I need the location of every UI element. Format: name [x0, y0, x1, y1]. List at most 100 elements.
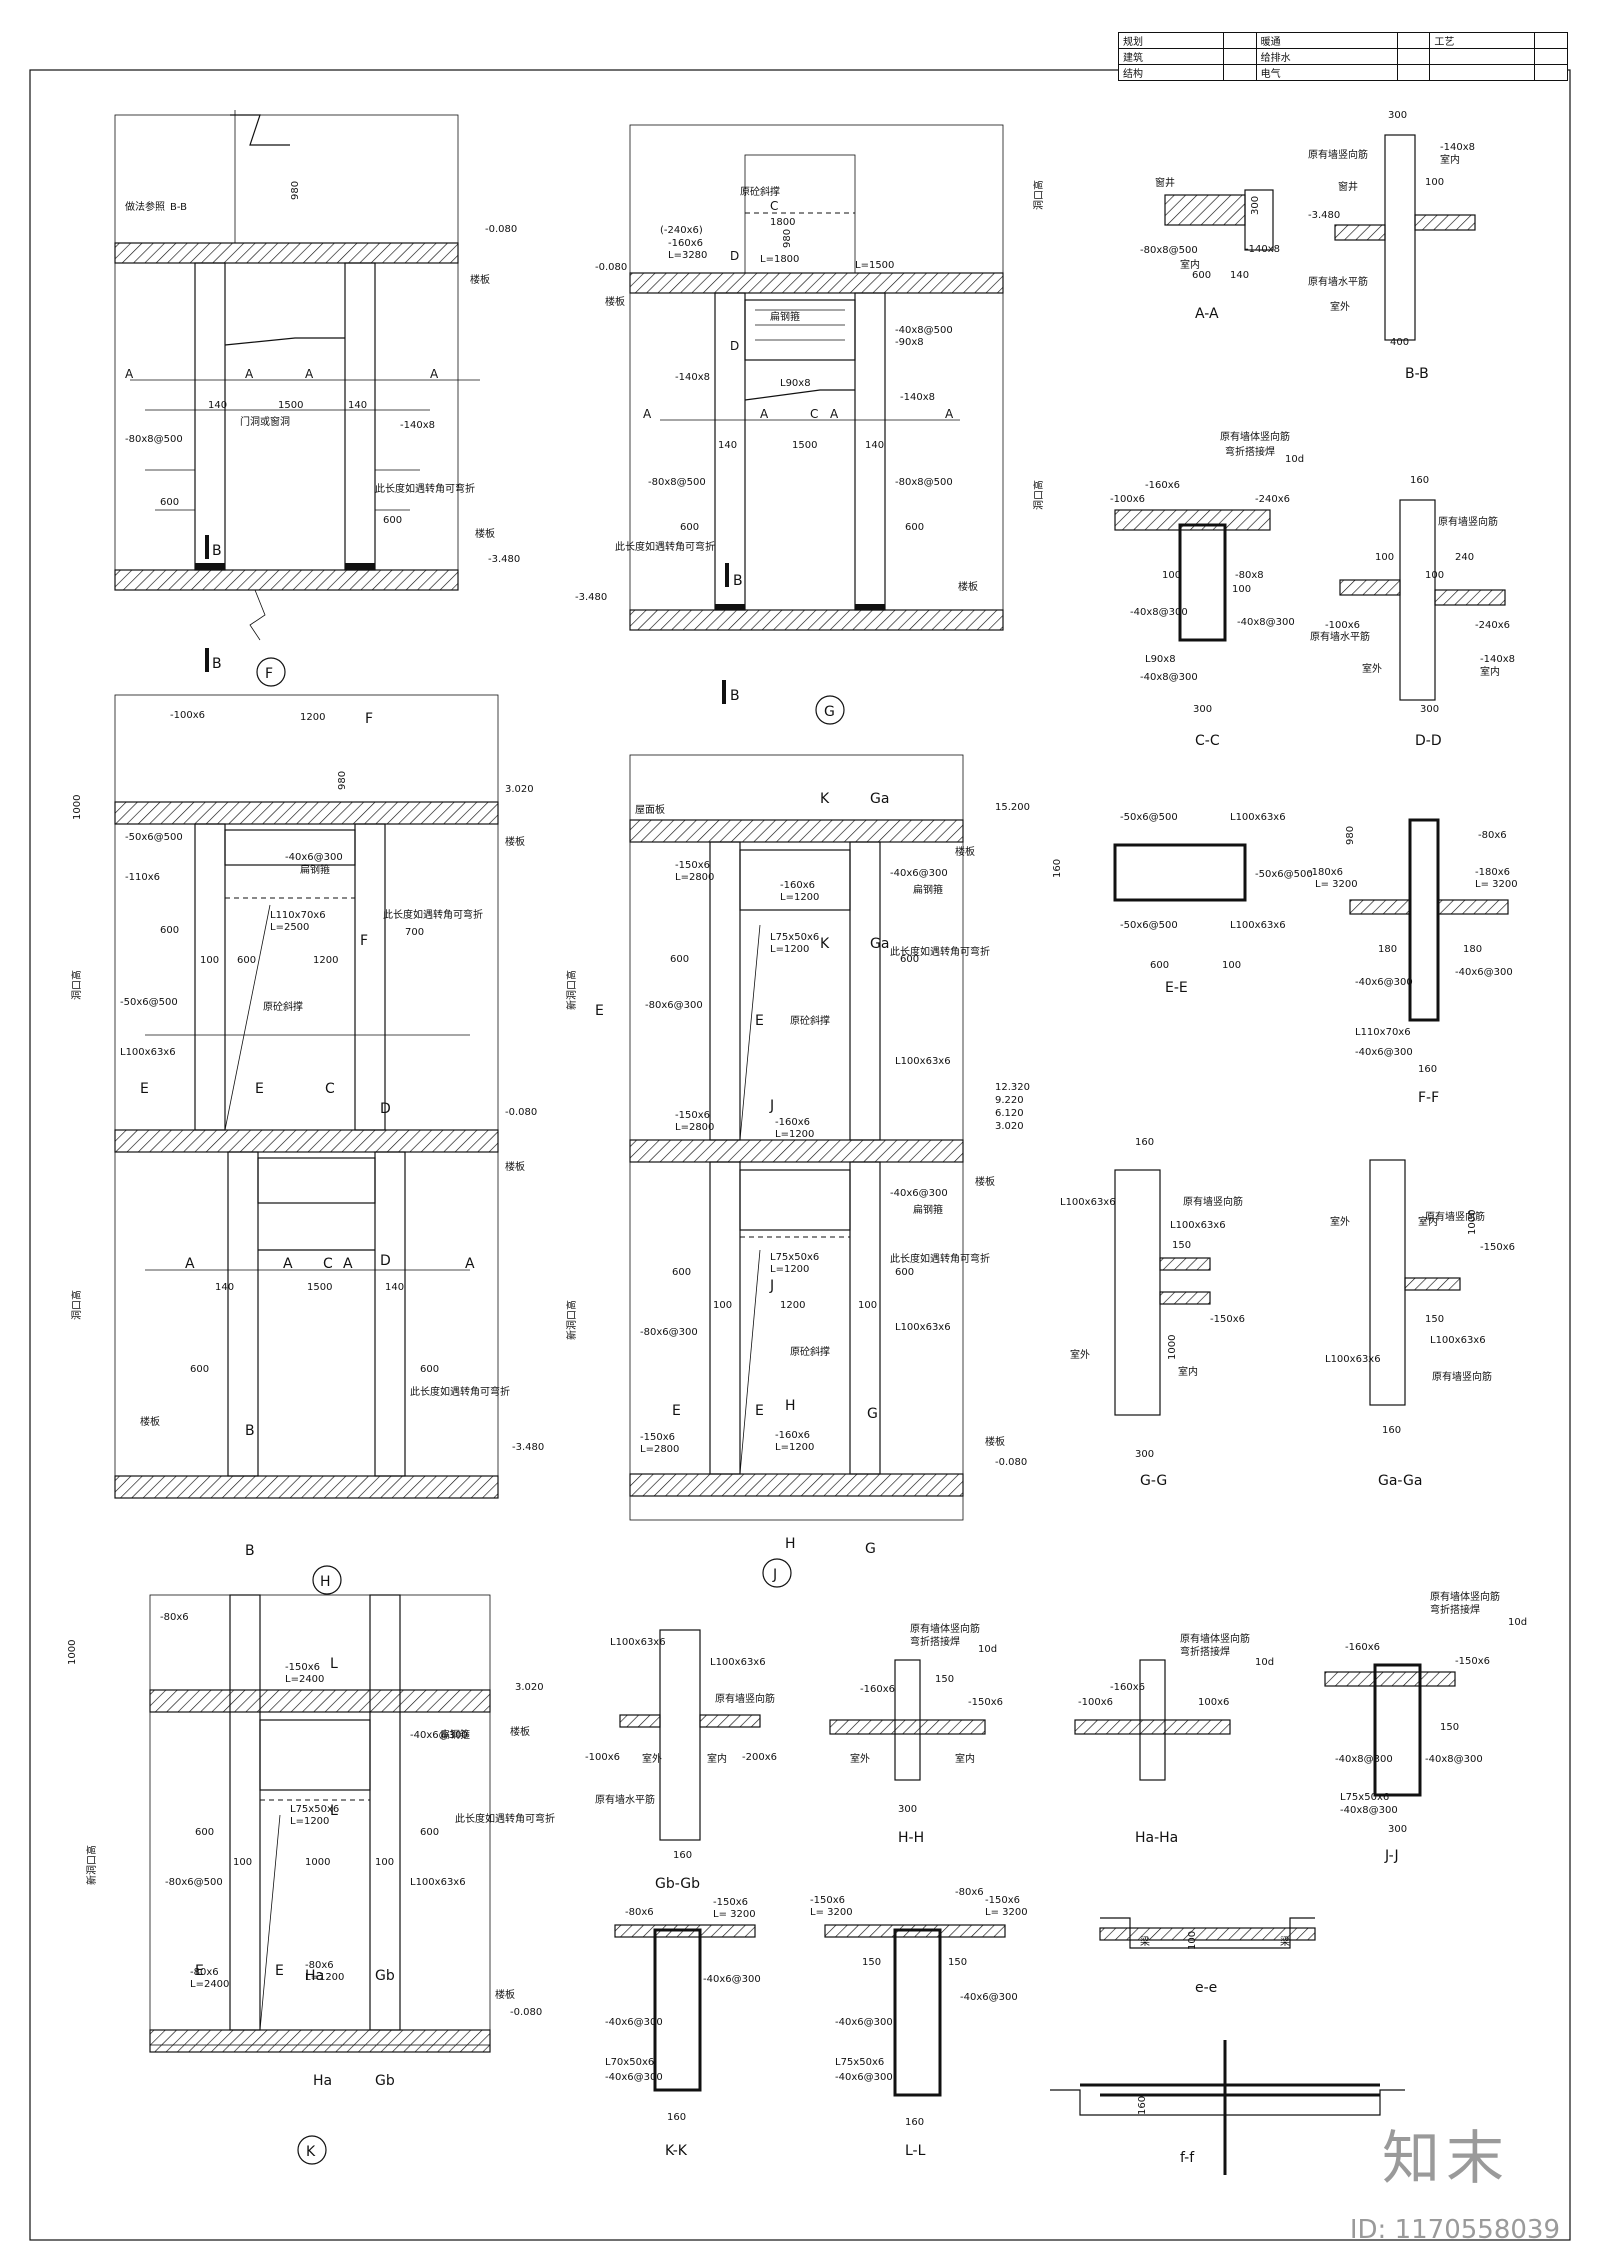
- svg-text:150: 150: [935, 1674, 954, 1685]
- svg-text:E: E: [140, 1081, 149, 1097]
- svg-text:室外: 室外: [1070, 1348, 1090, 1361]
- svg-text:600: 600: [237, 955, 256, 966]
- svg-text:L=3280: L=3280: [668, 250, 707, 261]
- svg-text:室外: 室外: [850, 1752, 870, 1765]
- svg-text:E: E: [195, 1963, 204, 1979]
- svg-text:A: A: [945, 407, 954, 421]
- svg-text:-40x6@300: -40x6@300: [605, 2017, 663, 2028]
- svg-text:600: 600: [900, 954, 919, 965]
- svg-text:-160x6: -160x6: [860, 1684, 895, 1695]
- svg-text:楼板: 楼板: [475, 527, 495, 540]
- svg-text:160: 160: [1137, 2096, 1148, 2115]
- svg-text:100: 100: [713, 1300, 732, 1311]
- svg-text:-150x6: -150x6: [985, 1895, 1020, 1906]
- svg-text:B: B: [245, 1423, 255, 1439]
- svg-text:窗井: 窗井: [1338, 180, 1358, 193]
- svg-text:980: 980: [1345, 826, 1356, 845]
- svg-text:弯折搭接焊: 弯折搭接焊: [910, 1635, 960, 1648]
- svg-text:L=1200: L=1200: [770, 1264, 809, 1275]
- svg-text:-3.480: -3.480: [575, 592, 607, 603]
- watermark-logo: 知末: [1381, 2124, 1510, 2192]
- svg-text:140: 140: [1230, 270, 1249, 281]
- svg-text:此长度如遇转角可弯折: 此长度如遇转角可弯折: [890, 1252, 990, 1265]
- svg-text:980: 980: [290, 181, 301, 200]
- svg-text:扁钢箍: 扁钢箍: [440, 1728, 470, 1741]
- svg-text:100: 100: [1425, 570, 1444, 581]
- svg-text:A: A: [343, 1256, 353, 1272]
- svg-text:A: A: [305, 367, 314, 381]
- svg-text:-100x6: -100x6: [1110, 494, 1145, 505]
- svg-text:160: 160: [667, 2112, 686, 2123]
- svg-text:楼板: 楼板: [958, 580, 978, 593]
- svg-text:扁钢箍: 扁钢箍: [913, 1203, 943, 1216]
- svg-text:原有墙体竖向筋: 原有墙体竖向筋: [910, 1622, 980, 1635]
- svg-text:600: 600: [672, 1267, 691, 1278]
- svg-text:-40x6@300: -40x6@300: [835, 2072, 893, 2083]
- outer-frame: [29, 69, 1571, 2241]
- svg-text:L=1200: L=1200: [775, 1129, 814, 1140]
- svg-text:-40x6@300: -40x6@300: [960, 1992, 1018, 2003]
- svg-text:G-G: G-G: [1140, 1473, 1167, 1489]
- svg-text:-140x8: -140x8: [675, 372, 710, 383]
- detail-H: -100x6 1000 1200 980 3.020 楼板 -50x6@500 …: [70, 694, 544, 1595]
- detail-J: 屋面板 15.200 楼板 -150x6 L=2800 -160x6 L=120…: [565, 754, 1030, 1588]
- svg-text:-160x6: -160x6: [1110, 1682, 1145, 1693]
- svg-text:-80x6@500: -80x6@500: [165, 1877, 223, 1888]
- svg-text:L100x63x6: L100x63x6: [1060, 1197, 1116, 1208]
- svg-text:原有墙体竖向筋: 原有墙体竖向筋: [1180, 1632, 1250, 1645]
- svg-text:Gb: Gb: [375, 2073, 395, 2089]
- svg-text:300: 300: [1250, 196, 1261, 215]
- svg-text:室内: 室内: [1418, 1215, 1438, 1228]
- svg-text:160: 160: [1410, 475, 1429, 486]
- svg-text:此长度如遇转角可弯折: 此长度如遇转角可弯折: [375, 482, 475, 495]
- svg-text:-100x6: -100x6: [585, 1752, 620, 1763]
- svg-text:-40x8@300: -40x8@300: [1340, 1805, 1398, 1816]
- svg-text:B: B: [733, 573, 743, 589]
- section-A-label: A: [125, 367, 134, 381]
- svg-text:楼板: 楼板: [495, 1988, 515, 2001]
- svg-text:A-A: A-A: [1195, 306, 1219, 322]
- svg-text:140: 140: [865, 440, 884, 451]
- svg-text:L=1800: L=1800: [760, 254, 799, 265]
- svg-text:A: A: [643, 407, 652, 421]
- svg-text:L110x70x6: L110x70x6: [1355, 1027, 1411, 1038]
- svg-text:-50x6@500: -50x6@500: [1255, 869, 1313, 880]
- svg-text:10d: 10d: [1255, 1657, 1274, 1668]
- svg-text:L75x50x6: L75x50x6: [290, 1804, 339, 1815]
- svg-text:3.020: 3.020: [515, 1682, 544, 1693]
- svg-text:L=2800: L=2800: [675, 872, 714, 883]
- section-GaGa: 原有墙竖向筋 室外 室内 1000 -150x6 150 L100x63x6 L…: [1325, 1159, 1515, 1489]
- svg-text:140: 140: [348, 400, 367, 411]
- svg-text:B-B: B-B: [170, 202, 187, 213]
- svg-text:-40x8@300: -40x8@300: [1140, 672, 1198, 683]
- section-ee: 梁 梁 100 e-e: [1099, 1917, 1316, 1996]
- svg-text:150: 150: [1172, 1240, 1191, 1251]
- svg-text:-0.080: -0.080: [995, 1457, 1027, 1468]
- svg-text:12.320: 12.320: [995, 1082, 1030, 1093]
- svg-text:100: 100: [200, 955, 219, 966]
- svg-text:Ga: Ga: [870, 791, 889, 807]
- svg-text:100: 100: [1187, 1931, 1198, 1950]
- svg-text:C: C: [325, 1081, 335, 1097]
- svg-text:-150x6: -150x6: [713, 1897, 748, 1908]
- svg-text:L= 3200: L= 3200: [810, 1907, 853, 1918]
- svg-text:300: 300: [1388, 110, 1407, 121]
- svg-text:10d: 10d: [1508, 1617, 1527, 1628]
- svg-text:L70x50x6: L70x50x6: [605, 2057, 654, 2068]
- svg-text:梁: 梁: [1140, 1935, 1150, 1948]
- svg-text:600: 600: [905, 522, 924, 533]
- svg-text:L=2800: L=2800: [675, 1122, 714, 1133]
- svg-text:B-B: B-B: [1405, 366, 1429, 382]
- svg-text:-150x6: -150x6: [1210, 1314, 1245, 1325]
- svg-text:-50x6@500: -50x6@500: [1120, 920, 1178, 931]
- svg-text:1800: 1800: [770, 217, 795, 228]
- svg-text:F: F: [265, 666, 273, 682]
- svg-text:楼板: 楼板: [505, 1160, 525, 1173]
- svg-text:-150x6: -150x6: [968, 1697, 1003, 1708]
- svg-text:-40x6@300: -40x6@300: [605, 2072, 663, 2083]
- svg-text:3.020: 3.020: [505, 784, 534, 795]
- svg-text:-80x6: -80x6: [625, 1907, 654, 1918]
- svg-text:L= 3200: L= 3200: [1315, 879, 1358, 890]
- svg-text:-50x6@500: -50x6@500: [120, 997, 178, 1008]
- svg-text:L90x8: L90x8: [1145, 654, 1176, 665]
